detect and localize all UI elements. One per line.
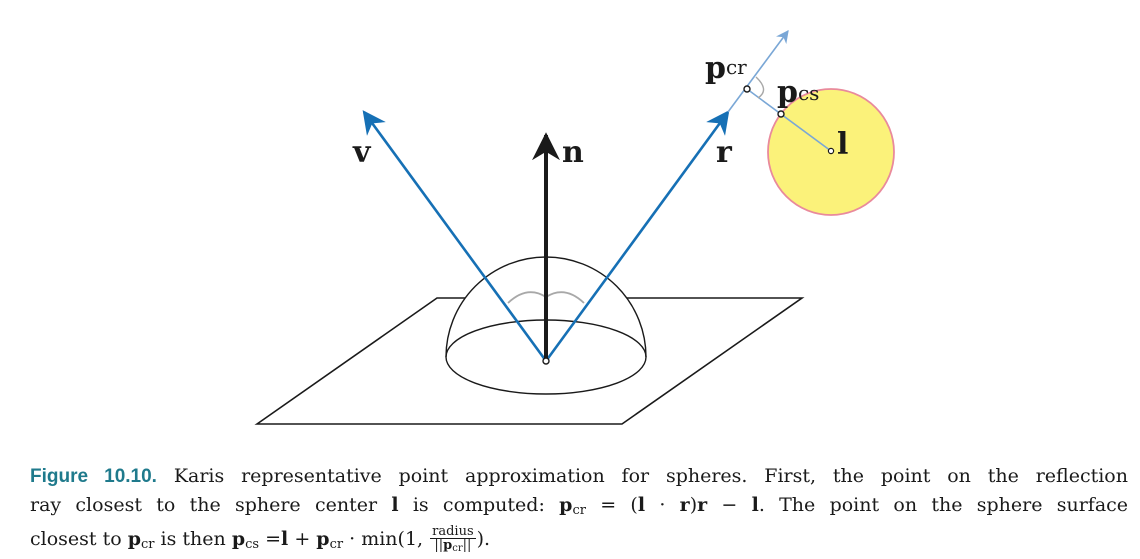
subscript-cr: cr [329, 537, 344, 552]
label-n: n [562, 135, 584, 170]
label-l: l [837, 127, 848, 162]
symbol-l: l [281, 528, 289, 550]
caption-text-2a: ray closest to the sphere center [30, 494, 378, 516]
caption-text-2c: . The point on the sphere surface [758, 494, 1129, 516]
subscript-cr: cr [572, 503, 586, 518]
symbol-p: p [127, 528, 141, 550]
minus-operator: − [721, 494, 738, 516]
close-paren: ) [689, 494, 698, 516]
right-angle-arc [755, 76, 765, 99]
dot-operator: · [659, 494, 666, 516]
caption-text-3a: closest to [30, 528, 122, 550]
symbol-r: r [697, 494, 708, 516]
symbol-r: r [679, 494, 690, 516]
subscript-cr: cr [452, 543, 463, 554]
plus-operator: + [294, 528, 311, 550]
fraction-denominator: ||pcr|| [430, 539, 476, 555]
symbol-p: p [316, 528, 330, 550]
label-p-cs: pcs [777, 75, 819, 110]
reflection-ray-extension [727, 29, 789, 113]
view-vector [362, 110, 548, 362]
label-v: v [352, 135, 372, 170]
symbol-p: p [443, 538, 453, 553]
reflection-vector [544, 110, 730, 362]
label-p-cr-sub: cr [726, 55, 747, 79]
symbol-l: l [751, 494, 759, 516]
caption-line-2: ray closest to the sphere center l is co… [30, 491, 1128, 525]
equals-open: = ( [600, 494, 638, 516]
fraction-numerator: radius [430, 524, 476, 539]
point-l [827, 147, 835, 155]
point-p-cs [777, 110, 785, 118]
caption-text-1: Karis representative point approximation… [173, 465, 1128, 487]
caption-text-3end: ). [476, 528, 491, 550]
equals-operator: = [265, 528, 282, 550]
subscript-cr: cr [141, 537, 155, 552]
label-r: r [716, 135, 733, 170]
angle-arc-v-n [507, 291, 547, 304]
origin-point [542, 357, 550, 365]
angle-arc-n-r [545, 291, 585, 304]
norm-close: || [462, 538, 472, 553]
radius-fraction: radius ||pcr|| [430, 525, 476, 555]
symbol-p: p [231, 528, 246, 550]
label-p-cr-main: p [705, 51, 726, 86]
symbol-p: p [559, 494, 573, 516]
label-p-cr: pcr [705, 51, 747, 86]
min-function: · min(1, [349, 528, 424, 550]
point-p-cr [743, 85, 751, 93]
label-p-cs-main: p [777, 75, 798, 110]
norm-open: || [434, 538, 444, 553]
symbol-p-cs: pcs [231, 528, 260, 552]
diagram: v n r pcr pcs l [254, 29, 895, 425]
caption-text-2b: is computed: [412, 494, 545, 516]
diagram-canvas: v n r pcr pcs l [254, 29, 895, 425]
symbol-l: l [637, 494, 646, 516]
caption-text-3b: is then [160, 528, 226, 550]
ground-plane [254, 297, 805, 425]
symbol-l: l [391, 494, 399, 516]
figure-label: Figure 10.10. [30, 466, 157, 487]
subscript-cs: cs [245, 537, 260, 552]
caption-line-1: Figure 10.10. Karis representative point… [30, 462, 1128, 491]
caption-line-3: closest to pcr is then pcs =l + pcr · mi… [30, 525, 1128, 559]
equation-p-cr: pcr [559, 494, 586, 518]
symbol-p-cr-2: pcr [316, 528, 344, 552]
symbol-p-cr: pcr [127, 528, 155, 552]
figure-caption: Figure 10.10. Karis representative point… [30, 462, 1128, 559]
label-p-cs-sub: cs [798, 81, 819, 105]
closest-point-line [746, 88, 832, 152]
